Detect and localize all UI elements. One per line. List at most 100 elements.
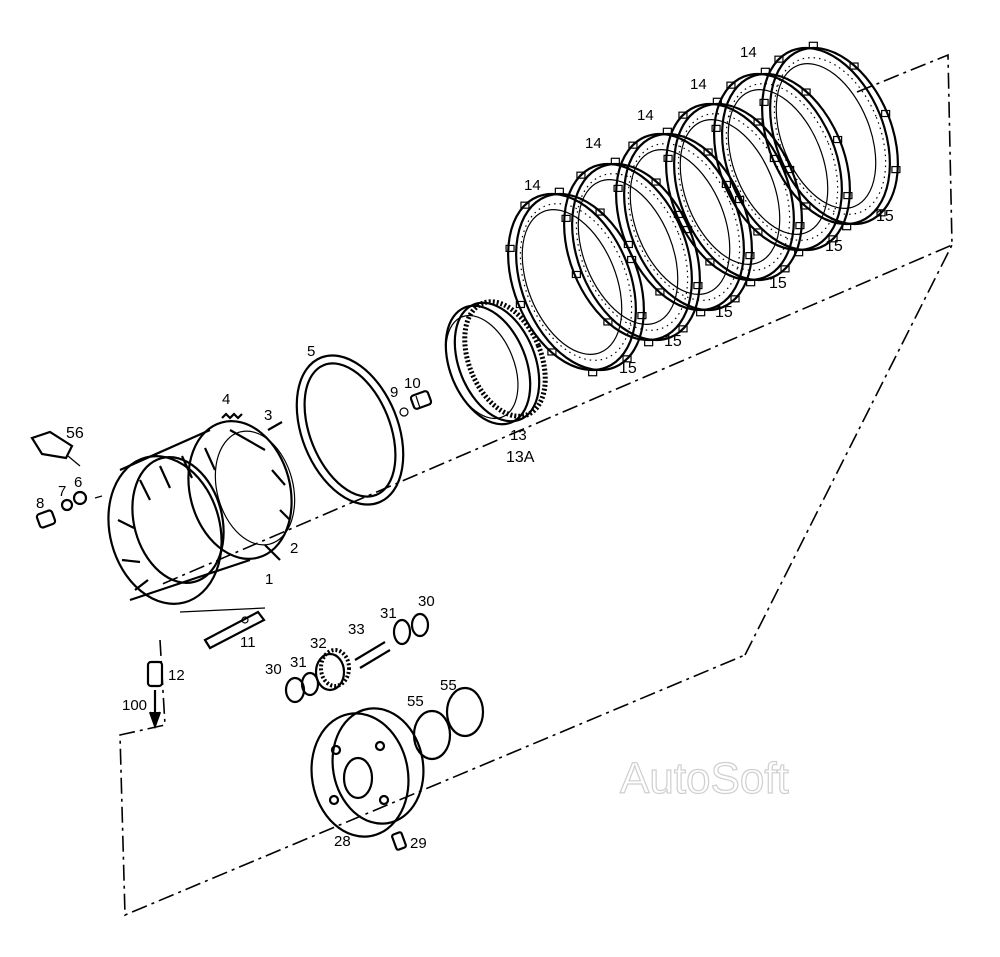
plate-tab	[663, 154, 673, 163]
plate-tab	[843, 191, 853, 200]
o-rings-55	[412, 686, 485, 761]
plate-tab	[696, 309, 706, 317]
fastener-group	[30, 430, 88, 529]
snap-ring-5	[295, 354, 405, 506]
label-part-7: 7	[58, 483, 66, 500]
clutch-plate	[561, 157, 703, 347]
plate-tab	[561, 214, 571, 223]
plate-tab	[623, 240, 633, 249]
clutch-plate	[613, 127, 755, 317]
label-part-15-a: 15	[619, 360, 637, 377]
label-part-9: 9	[390, 384, 398, 401]
plate-tab	[693, 281, 703, 290]
label-part-15-c: 15	[715, 304, 733, 321]
plate-tab	[730, 295, 740, 303]
clutch-drum	[107, 420, 296, 605]
label-part-14-e: 14	[740, 44, 757, 61]
clutch-plate	[711, 67, 853, 257]
label-part-13a: 13A	[506, 449, 535, 466]
label-part-55-b: 55	[440, 677, 457, 694]
plate-tab	[505, 244, 515, 253]
pinion-assembly	[284, 612, 430, 704]
label-part-14-b: 14	[585, 135, 602, 152]
plate-tab	[801, 88, 811, 96]
label-part-10: 10	[404, 375, 421, 392]
plate-tab	[721, 180, 731, 189]
label-part-33: 33	[348, 621, 365, 638]
label-part-100: 100	[122, 697, 147, 714]
label-part-2: 2	[290, 540, 298, 557]
label-part-15-e: 15	[825, 238, 843, 255]
plate-tab	[520, 201, 530, 209]
plate-tab	[711, 124, 721, 133]
plate-tab	[678, 325, 688, 333]
plate-tab	[703, 148, 713, 156]
label-part-15-f: 15	[876, 208, 894, 225]
label-part-32: 32	[310, 635, 327, 652]
plate-tab	[769, 154, 779, 163]
plate-tab	[588, 369, 598, 377]
plate-tab	[828, 235, 838, 243]
label-part-12: 12	[168, 667, 185, 684]
plate-tab	[759, 98, 769, 107]
plate-tab	[678, 111, 688, 119]
plate-tab	[808, 41, 818, 49]
label-part-8: 8	[36, 495, 44, 512]
plate-tab	[735, 195, 745, 204]
plate-tab	[705, 258, 715, 266]
part-labels: 1 2 3 4 5 6 7 8 9 10 11 12 13 13A 14 14 …	[36, 44, 894, 852]
watermark-text: AutoSoft	[620, 754, 789, 803]
plate-tab	[637, 311, 647, 320]
plate-tab	[876, 209, 886, 217]
carrier-28	[310, 707, 425, 851]
label-part-13: 13	[510, 427, 527, 444]
label-part-30-a: 30	[265, 661, 282, 678]
plug-9-10	[399, 390, 433, 417]
label-part-28: 28	[334, 833, 351, 850]
label-part-14-c: 14	[637, 107, 654, 124]
clutch-plate	[663, 97, 805, 287]
label-part-15-b: 15	[664, 333, 682, 350]
assembly-frame	[119, 53, 953, 917]
label-part-31-a: 31	[290, 654, 307, 671]
label-part-31-b: 31	[380, 605, 397, 622]
plate-tab	[881, 109, 891, 118]
plate-tab	[726, 81, 736, 89]
plate-tab	[774, 55, 784, 63]
plate-tab	[547, 348, 557, 356]
plate-tab	[613, 184, 623, 193]
label-part-56: 56	[66, 425, 84, 442]
plate-tab	[795, 221, 805, 230]
plate-tab	[753, 228, 763, 236]
lever-11	[203, 610, 266, 650]
label-part-29: 29	[410, 835, 427, 852]
valve-12	[146, 660, 164, 730]
clutch-plate-stack	[505, 41, 901, 377]
plate-tab	[644, 339, 654, 347]
leader-lines	[94, 495, 266, 613]
clutch-plate	[505, 187, 647, 377]
plate-tab	[794, 249, 804, 257]
plate-tab	[746, 279, 756, 287]
plate-tab	[515, 300, 525, 309]
plate-tab	[628, 141, 638, 149]
plate-tab	[576, 171, 586, 179]
ring-gear-13	[444, 299, 548, 426]
label-part-14-a: 14	[524, 177, 541, 194]
plate-tab	[673, 210, 683, 219]
plate-tab	[595, 208, 605, 216]
label-part-5: 5	[307, 343, 315, 360]
label-part-30-b: 30	[418, 593, 435, 610]
plate-tab	[554, 187, 564, 195]
plate-tab	[842, 223, 852, 231]
plate-tab	[622, 355, 632, 363]
plate-tab	[610, 157, 620, 165]
label-part-4: 4	[222, 391, 230, 408]
plate-tab	[655, 288, 665, 296]
clutch-plate	[759, 41, 901, 231]
plate-tab	[603, 318, 613, 326]
plate-tab	[891, 165, 901, 174]
spring-4-pin-3	[221, 412, 283, 431]
